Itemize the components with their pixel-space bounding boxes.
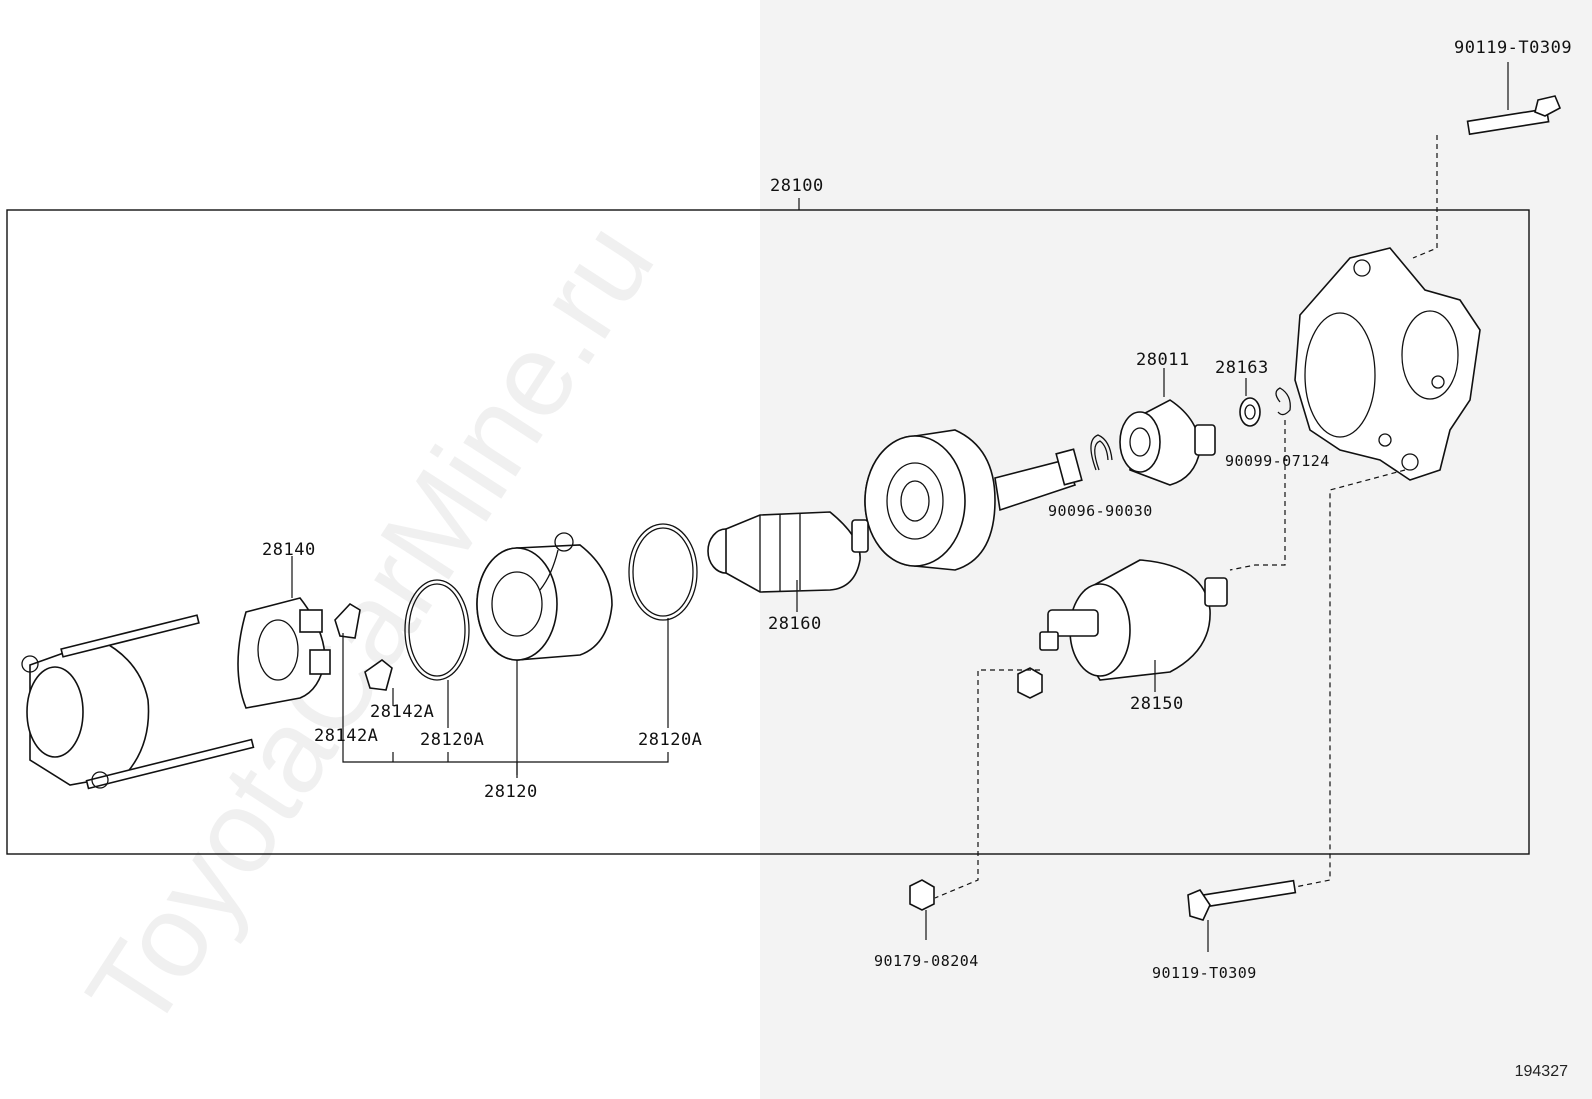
clip-dash [1229, 420, 1286, 571]
label-pinion: 28011 [1136, 350, 1190, 370]
label-brush-b: 28142A [370, 702, 435, 722]
label-armature: 28160 [768, 614, 822, 634]
snap-ring-part [1090, 434, 1113, 471]
clip-part [1275, 387, 1291, 416]
brush-holder-part [237, 556, 331, 709]
label-yoke-ring-left: 28120A [420, 730, 485, 750]
label-yoke: 28120 [484, 782, 538, 802]
armature-part [707, 511, 869, 612]
label-brush-holder: 28140 [262, 540, 316, 560]
end-frame-part [21, 614, 255, 790]
brushes-part [334, 602, 394, 706]
bolt-bottom-dash [1279, 469, 1406, 891]
washer-part [1239, 397, 1261, 427]
yoke-bracket [342, 752, 669, 763]
drive-housing-part [1294, 247, 1481, 481]
figure-id: 194327 [1514, 1063, 1568, 1080]
solenoid-nut-part [1017, 667, 1043, 699]
label-bolt-top: 90119-T0309 [1454, 38, 1573, 58]
label-nut-bottom: 90179-08204 [874, 952, 979, 970]
label-brush-a: 28142A [314, 726, 379, 746]
label-assembly: 28100 [770, 176, 824, 196]
yoke-ring-left-part [404, 579, 470, 681]
label-clip: 90099-07124 [1225, 452, 1330, 470]
armature-core-part [864, 429, 1083, 571]
label-yoke-ring-right: 28120A [638, 730, 703, 750]
bolt-bottom-part [1187, 879, 1297, 952]
bolt-top-dash [1412, 135, 1438, 259]
yoke-ring-right-part [628, 523, 698, 621]
label-snap-ring: 90096-90030 [1048, 502, 1153, 520]
nut-dash [934, 669, 1040, 899]
assembly-frame [6, 209, 1530, 855]
pinion-part [1119, 368, 1216, 486]
yoke-part [476, 532, 613, 775]
solenoid-part [1039, 559, 1228, 692]
label-solenoid: 28150 [1130, 694, 1184, 714]
label-bolt-bottom: 90119-T0309 [1152, 964, 1257, 982]
nut-bottom-part [909, 879, 935, 940]
label-washer: 28163 [1215, 358, 1269, 378]
bolt-top-part [1466, 62, 1562, 136]
